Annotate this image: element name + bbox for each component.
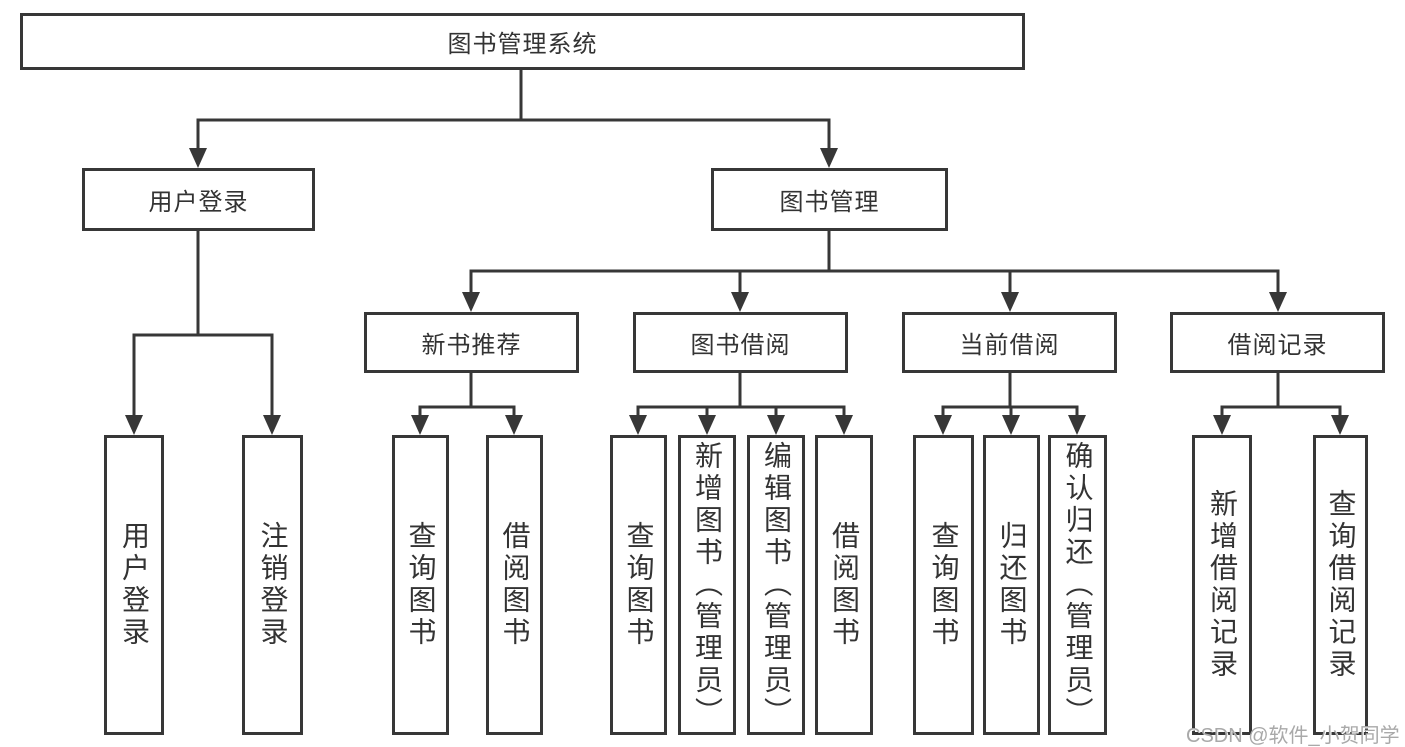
leaf-records-add-record: 新增借阅记录 (1192, 435, 1252, 735)
leaf-current-return-books: 归还图书 (983, 435, 1040, 735)
edge-current-borrowing-split (941, 373, 1079, 419)
edge-borrow-records-split (1220, 373, 1342, 419)
arrowheads (125, 148, 1349, 435)
node-book-borrowing: 图书借阅 (633, 312, 848, 373)
csdn-watermark: CSDN @软件_小贺同学 (1186, 725, 1400, 747)
leaf-current-confirm-return-admin: 确认归还（管理员） (1048, 435, 1107, 735)
leaf-borrowing-edit-books-admin: 编辑图书（管理员） (747, 435, 805, 735)
leaf-logout: 注销登录 (242, 435, 303, 735)
edge-book-management-split (469, 231, 1280, 296)
arrow-down-icon (1213, 415, 1231, 435)
leaf-borrowing-query-books: 查询图书 (610, 435, 667, 735)
arrow-down-icon (1002, 415, 1020, 435)
node-current-borrowing: 当前借阅 (902, 312, 1117, 373)
leaf-borrowing-add-books-admin: 新增图书（管理员） (678, 435, 736, 735)
node-new-book-recommend: 新书推荐 (364, 312, 579, 373)
arrow-down-icon (505, 415, 523, 435)
node-root-system: 图书管理系统 (20, 13, 1025, 70)
leaf-recommend-borrow-books: 借阅图书 (486, 435, 543, 735)
leaf-user-login: 用户登录 (104, 435, 164, 735)
leaf-current-query-books: 查询图书 (913, 435, 974, 735)
edge-root-split (196, 70, 831, 152)
arrow-down-icon (731, 292, 749, 312)
arrow-down-icon (934, 415, 952, 435)
node-user-login: 用户登录 (82, 168, 315, 231)
arrow-down-icon (1001, 292, 1019, 312)
arrow-down-icon (411, 415, 429, 435)
leaf-borrowing-borrow-books: 借阅图书 (815, 435, 873, 735)
arrow-down-icon (1331, 415, 1349, 435)
arrow-down-icon (125, 415, 143, 435)
arrow-down-icon (629, 415, 647, 435)
arrow-down-icon (767, 415, 785, 435)
arrow-down-icon (1269, 292, 1287, 312)
arrow-down-icon (1068, 415, 1086, 435)
arrow-down-icon (189, 148, 207, 168)
arrow-down-icon (263, 415, 281, 435)
edge-new-book-split (418, 373, 516, 419)
node-borrowing-records: 借阅记录 (1170, 312, 1385, 373)
edge-user-login-split (132, 231, 274, 419)
arrow-down-icon (820, 148, 838, 168)
node-book-management: 图书管理 (711, 168, 948, 231)
arrow-down-icon (462, 292, 480, 312)
arrow-down-icon (698, 415, 716, 435)
leaf-records-query-record: 查询借阅记录 (1313, 435, 1368, 735)
arrow-down-icon (835, 415, 853, 435)
edge-book-borrowing-split (636, 373, 846, 419)
leaf-recommend-query-books: 查询图书 (392, 435, 449, 735)
